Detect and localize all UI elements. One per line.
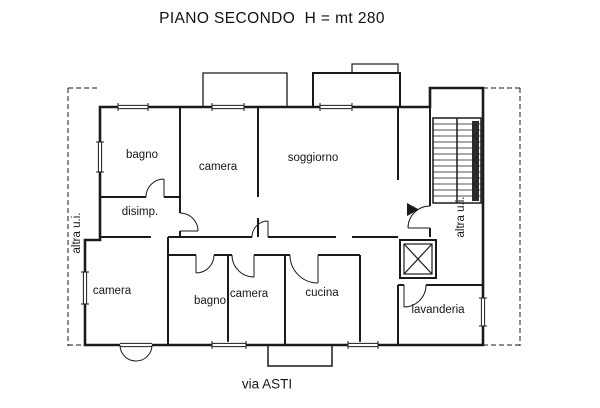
boundary-label-left: altra u.i. [71,212,83,254]
room-label-lavanderia: lavanderia [411,304,465,316]
window [319,103,353,111]
room-label-bagno-top: bagno [126,149,158,161]
room-label-camera-bottom-middle: camera [229,288,269,300]
plan-title: PIANO SECONDO H = mt 280 [159,10,385,27]
balcony-door-opening [120,341,152,349]
balcony-top-left [202,72,288,107]
room-label-bagno-bottom: bagno [194,295,226,307]
window [81,271,89,305]
window [117,103,149,111]
door-balcony-bottom-left [119,344,153,362]
door-camera-top [179,212,199,232]
room-label-camera-bottom-left: camera [92,285,132,297]
staircase [432,117,482,204]
entrance-porch [267,345,333,367]
property-boundary-lines [67,87,521,346]
window [96,141,104,173]
window [211,341,247,349]
street-label: via ASTI [241,376,293,392]
window [347,341,379,349]
window [211,103,245,111]
interior-walls [100,88,483,345]
door-cucina [289,254,319,284]
window [479,297,487,327]
door-bagno-bottom [195,254,215,274]
door-bagno-top [145,178,165,198]
room-label-soggiorno: soggiorno [287,152,339,164]
balcony-top-right [312,63,401,107]
room-label-camera-top: camera [198,161,238,173]
door-lavanderia [403,284,427,308]
door-soggiorno [251,220,269,238]
room-label-cucina: cucina [305,287,339,299]
door-apartment-entrance [407,205,431,229]
room-label-disimpegno: disimp. [121,206,159,218]
windows [81,103,487,349]
door-camera-bottom-middle [231,254,255,278]
door-swings [119,178,431,362]
entrance-direction-arrow-icon [407,203,419,216]
boundary-label-right: altra u.i. [455,196,467,238]
elevator [399,239,437,279]
